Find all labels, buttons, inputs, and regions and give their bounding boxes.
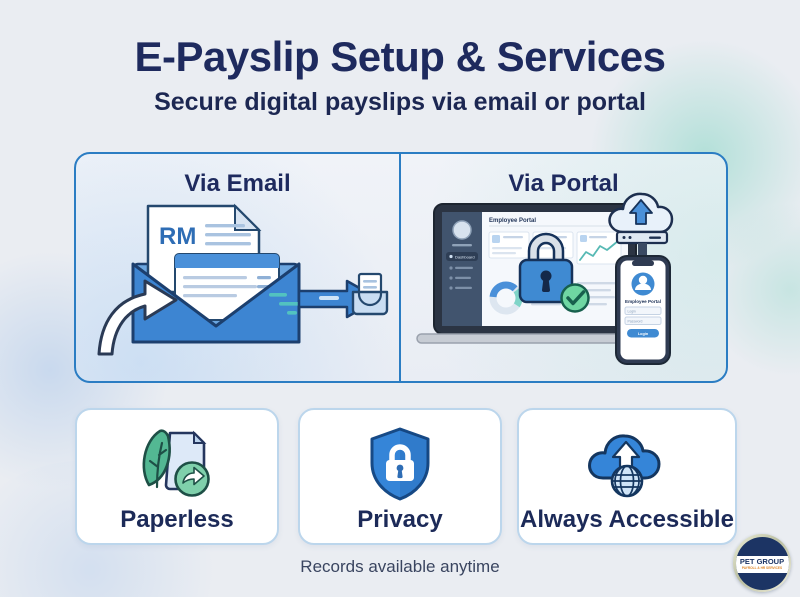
cloud-upload-icon [607,192,673,257]
globe [610,464,644,498]
mini-donut-chart [489,281,522,315]
logo-badge: ⸩ PET GROUP PAYROLL & HR SERVICES [735,536,789,590]
feature-label-paperless: Paperless [120,506,234,533]
company-logo: ⸩ PET GROUP PAYROLL & HR SERVICES [733,534,791,592]
feature-card-always-accessible: Always Accessible [517,408,737,545]
svg-text:Login: Login [627,309,635,313]
via-portal-heading: Via Portal [508,170,619,197]
portal-illustration: Dashboard Employee Portal [415,192,673,365]
feature-label-privacy: Privacy [357,506,443,533]
feature-card-paperless: Paperless [75,408,279,545]
laptop-nav-active: Dashboard [455,255,475,260]
svg-text:Login: Login [637,332,648,336]
svg-text:Password: Password [627,319,642,323]
logo-band: PET GROUP PAYROLL & HR SERVICES [735,555,789,573]
phone: Employee Portal Login Password Login [614,255,671,365]
email-illustration: RM [97,203,388,356]
logo-name: PET GROUP [739,557,785,567]
page-subtitle: Secure digital payslips via email or por… [154,88,646,116]
phone-password-field [624,316,661,325]
feature-label-always-accessible: Always Accessible [520,506,734,533]
cloud-globe-icon [588,434,661,498]
methods-panel: Via Email RM [74,152,728,383]
logo-tagline: PAYROLL & HR SERVICES [741,565,783,570]
shield-lock-icon [370,427,430,501]
phone-login-field [624,306,661,315]
phone-login-button [626,329,659,338]
check-badge-icon [559,283,590,313]
laptop-app-title: Employee Portal [489,218,536,224]
lock-icon [518,232,573,304]
incoming-arrow [97,279,177,356]
via-email-panel: Via Email RM [76,154,401,381]
feature-card-privacy: Privacy [298,408,502,545]
leaf-document-icon [142,429,210,497]
page-title: E-Payslip Setup & Services [134,33,666,80]
inbox-tray-icon [351,272,388,316]
phone-app-title: Employee Portal [625,299,661,304]
mini-line-chart [578,240,619,261]
currency-label: RM [159,223,196,250]
footer-note: Records available anytime [300,557,500,576]
via-portal-panel: Via Portal Dashboard Em [401,154,726,381]
via-email-heading: Via Email [184,170,291,197]
